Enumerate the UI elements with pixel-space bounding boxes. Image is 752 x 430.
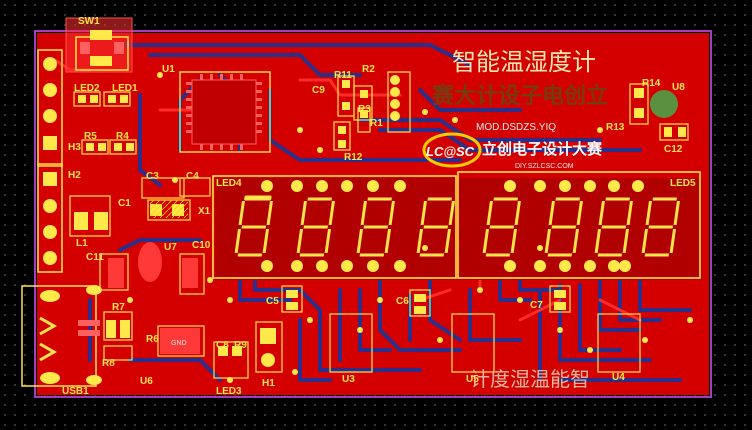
label-c9: C9 — [312, 85, 325, 96]
label-c11: C11 — [86, 252, 104, 263]
header-h2 — [37, 163, 63, 273]
label-r11: R11 — [334, 70, 352, 81]
label-c5: C5 — [266, 296, 279, 307]
label-led5: LED5 — [670, 178, 696, 189]
switch-sw1 — [65, 17, 133, 73]
label-u7: U7 — [164, 242, 177, 253]
label-c4: C4 — [186, 171, 199, 182]
display-led5 — [457, 171, 701, 279]
usb-connector — [21, 285, 102, 387]
bottom-mirror-title: 计度湿温能智 — [470, 367, 590, 391]
label-r6: R6 — [146, 334, 159, 345]
smd-parts — [69, 71, 689, 379]
label-led2: LED2 — [74, 83, 100, 94]
label-r1: R1 — [370, 118, 383, 129]
label-c8: C8 — [216, 340, 229, 351]
gnd-label: GND — [171, 340, 187, 347]
display-led4-pins — [261, 180, 406, 272]
label-x1: X1 — [198, 206, 211, 217]
label-u3: U3 — [342, 374, 355, 385]
label-led3: LED3 — [216, 386, 242, 397]
label-c10: C10 — [192, 240, 211, 251]
label-led4: LED4 — [216, 178, 242, 189]
label-led1: LED1 — [112, 83, 138, 94]
pour-clearance — [215, 178, 702, 280]
chip-u1 — [179, 71, 271, 153]
designators: SW1 U1 LED2 LED1 R5 R4 H3 H2 C3 C4 C1 X1… — [62, 16, 696, 397]
digit-6 — [544, 197, 583, 257]
label-r3: R3 — [358, 104, 371, 115]
digit-1 — [234, 195, 273, 257]
contest-banner: 立创电子设计大赛 — [482, 140, 603, 158]
label-usb1: USB1 — [62, 386, 89, 397]
digit-3 — [356, 197, 395, 257]
label-h3: H3 — [68, 142, 81, 153]
label-c7: C7 — [530, 300, 543, 311]
label-c6: C6 — [396, 296, 409, 307]
label-r9: R9 — [234, 340, 247, 351]
website-url: DIY.SZLCSC.COM — [515, 163, 574, 170]
label-c1: C1 — [118, 198, 131, 209]
label-r12: R12 — [344, 152, 363, 163]
digit-5 — [482, 197, 521, 257]
label-r14: R14 — [642, 78, 661, 89]
label-l1: L1 — [76, 238, 88, 249]
digit-7 — [594, 197, 633, 257]
header-h3 — [37, 49, 63, 167]
label-u1: U1 — [162, 64, 175, 75]
label-r8: R8 — [102, 358, 115, 369]
label-u5: U5 — [466, 374, 479, 385]
display-led4 — [212, 175, 457, 279]
display-led5-pins — [504, 180, 644, 272]
vias — [127, 72, 693, 383]
digit-8 — [641, 197, 680, 257]
digit-4 — [416, 197, 455, 257]
label-c12: C12 — [664, 144, 683, 155]
label-r5: R5 — [84, 131, 97, 142]
label-r7: R7 — [112, 302, 125, 313]
label-u8: U8 — [672, 82, 685, 93]
label-r4: R4 — [116, 131, 129, 142]
label-h1: H1 — [262, 378, 275, 389]
ghost-mirror-text: 赛大计设子电创立 — [431, 83, 608, 109]
board-outline — [34, 30, 712, 398]
lcsc-logo: LC@SC — [422, 132, 482, 168]
label-u4: U4 — [612, 372, 625, 383]
label-c3: C3 — [146, 171, 159, 182]
label-r13: R13 — [606, 122, 625, 133]
label-h2: H2 — [68, 170, 81, 181]
website-mirror: MOD.DSDZS.YIQ — [476, 122, 556, 133]
board-title: 智能温湿度计 — [452, 48, 596, 76]
lcsc-logo-text: LC@SC — [426, 144, 475, 159]
label-r2: R2 — [362, 64, 375, 75]
label-sw1: SW1 — [78, 16, 100, 27]
label-u6: U6 — [140, 376, 153, 387]
digit-2 — [296, 197, 335, 257]
